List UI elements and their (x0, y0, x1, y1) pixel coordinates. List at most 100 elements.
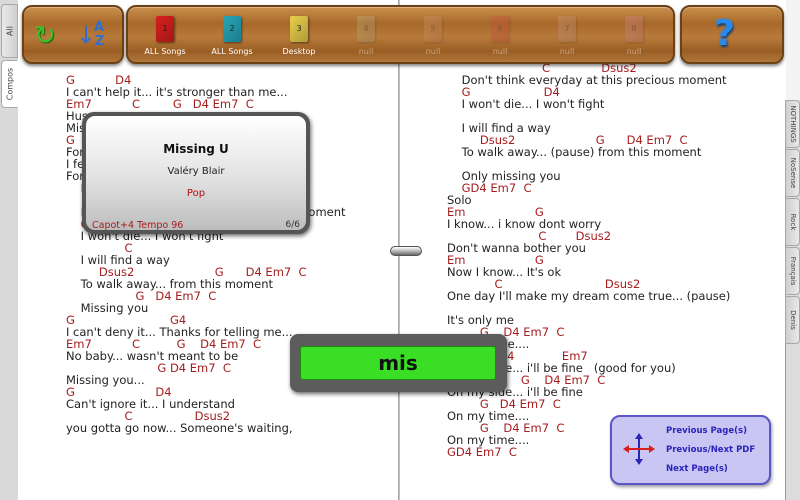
tab-rock-label: Rock (788, 213, 797, 231)
lyric-line: I will find a way (66, 253, 170, 267)
lyric-line: On my time.... (447, 433, 530, 447)
right-tab-strip: NOTHINGS NoSense Rock Français Denis (785, 100, 800, 500)
lyric-line: For (66, 169, 84, 183)
song-artist: Valéry Blair (167, 166, 225, 177)
binder-ring-top (390, 246, 422, 256)
songbook-label: ALL Songs (211, 47, 253, 56)
lyric-line: No baby... wasn't meant to be (66, 349, 239, 363)
sort-az-icon[interactable]: ↓ A Z (74, 19, 114, 51)
page-indicator: 6/6 (285, 220, 300, 230)
song-info-card[interactable]: Missing U Valéry Blair Pop Capot+4 Tempo… (82, 112, 310, 234)
tab-francais-label: Français (788, 256, 797, 286)
book-icon: 4 (357, 16, 375, 42)
chord-line: Dsus2 G D4 Em7 C (447, 133, 688, 147)
lyric-line: Missing you (66, 301, 149, 315)
lyric-line: Missing you... (66, 373, 145, 387)
book-icon: 2 (223, 16, 241, 42)
chord-line: C Dsus2 (447, 277, 641, 291)
tab-nothings[interactable]: NOTHINGS (785, 100, 800, 148)
songbook-label: null (626, 47, 642, 56)
next-page-button[interactable]: Next Page(s) (666, 464, 728, 474)
lyric-line: One day I'll make my dream come true... … (447, 289, 731, 303)
lyric-line: I can't deny it... Thanks for telling me… (66, 325, 293, 339)
lyric-line: To walk away... (pause) from this moment (447, 145, 702, 159)
tab-nosense[interactable]: NoSense (785, 149, 800, 197)
refresh-icon[interactable]: ↻ (34, 21, 56, 51)
chord-line: G D4 Em7 C (447, 421, 565, 435)
songbook-button-7[interactable]: 7 null (536, 14, 598, 60)
previous-page-button[interactable]: Previous Page(s) (666, 426, 747, 436)
songbook-label: null (425, 47, 441, 56)
book-icon: 7 (558, 16, 576, 42)
search-input[interactable]: mis (300, 346, 496, 380)
tab-francais[interactable]: Français (785, 247, 800, 295)
lyric-line: I fe (66, 157, 85, 171)
lyric-line: Now I know... It's ok (447, 265, 562, 279)
lyric-line: For (66, 145, 84, 159)
chord-line: Em G (447, 253, 544, 267)
lyric-line: Mis (66, 121, 86, 135)
chord-line: Em G (447, 205, 544, 219)
tool-panel-right: ? (680, 5, 784, 64)
navigation-arrows-icon[interactable] (622, 432, 656, 466)
chord-line: Em7 C G D4 Em7 C (66, 97, 254, 111)
chord-line: GD4 Em7 C (447, 181, 532, 195)
songbook-label: null (358, 47, 374, 56)
songbook-label: null (492, 47, 508, 56)
chord-line: C (66, 241, 133, 255)
lyric-line: you gotta go now... Someone's waiting, (66, 421, 293, 435)
chord-line: G D4 Em7 C (447, 325, 565, 339)
songbook-button-5[interactable]: 5 null (402, 14, 464, 60)
chord-line: C Dsus2 (66, 409, 231, 423)
left-tab-strip: All Compos (0, 0, 19, 500)
songbook-label: Desktop (282, 47, 316, 56)
song-title: Missing U (163, 142, 229, 156)
tab-denis-label: Denis (788, 310, 797, 330)
songbook-button-6[interactable]: 6 null (469, 14, 531, 60)
tab-nosense-label: NoSense (788, 157, 797, 189)
search-box: mis (290, 334, 507, 392)
chord-line: G D4 (66, 73, 132, 87)
tab-all[interactable]: All (1, 4, 18, 58)
chord-line: C Dsus2 (447, 61, 637, 75)
chord-line: G D4 Em7 C (66, 361, 231, 375)
songbook-button-4[interactable]: 4 null (335, 14, 397, 60)
chord-line: GD4 Em7 C (447, 445, 517, 459)
lyric-line: To walk away... from this moment (66, 277, 274, 291)
chord-line: G D4 (447, 85, 560, 99)
lyric-line: I can't help it... it's stronger than me… (66, 85, 288, 99)
lyric-line: Don't think everyday at this precious mo… (447, 73, 727, 87)
sort-a-glyph: A (94, 20, 105, 35)
sort-arrow: ↓ (76, 21, 97, 49)
help-icon[interactable]: ? (714, 13, 735, 54)
chord-line: G D4 Em7 C (66, 289, 217, 303)
songbook-label: ALL Songs (144, 47, 186, 56)
chord-line: G D4 Em7 C (447, 397, 561, 411)
lyric-line: Only missing you (447, 169, 561, 183)
lyric-line: On my time.... (447, 409, 530, 423)
book-icon: 6 (491, 16, 509, 42)
tab-rock[interactable]: Rock (785, 198, 800, 246)
lyric-line: I know... i know dont worry (447, 217, 602, 231)
lyric-line: It's only me (447, 313, 514, 327)
chord-line: G G4 (66, 313, 187, 327)
book-icon: 5 (424, 16, 442, 42)
tab-compos[interactable]: Compos (1, 60, 18, 108)
tab-compos-label: Compos (5, 67, 14, 101)
book-icon: 3 (290, 16, 308, 42)
tab-denis[interactable]: Denis (785, 296, 800, 344)
songbook-label: null (559, 47, 575, 56)
capo-tempo: Capot+4 Tempo 96 (92, 220, 184, 231)
lyric-line: I will find a way (447, 121, 551, 135)
lyric-line: I won't die... I won't fight (447, 97, 605, 111)
lyric-line: Don't wanna bother you (447, 241, 586, 255)
previous-next-pdf-button[interactable]: Previous/Next PDF (666, 445, 756, 455)
tab-nothings-label: NOTHINGS (788, 105, 797, 143)
chord-line: G D4 (66, 385, 172, 399)
lyric-line: Solo (447, 193, 472, 207)
